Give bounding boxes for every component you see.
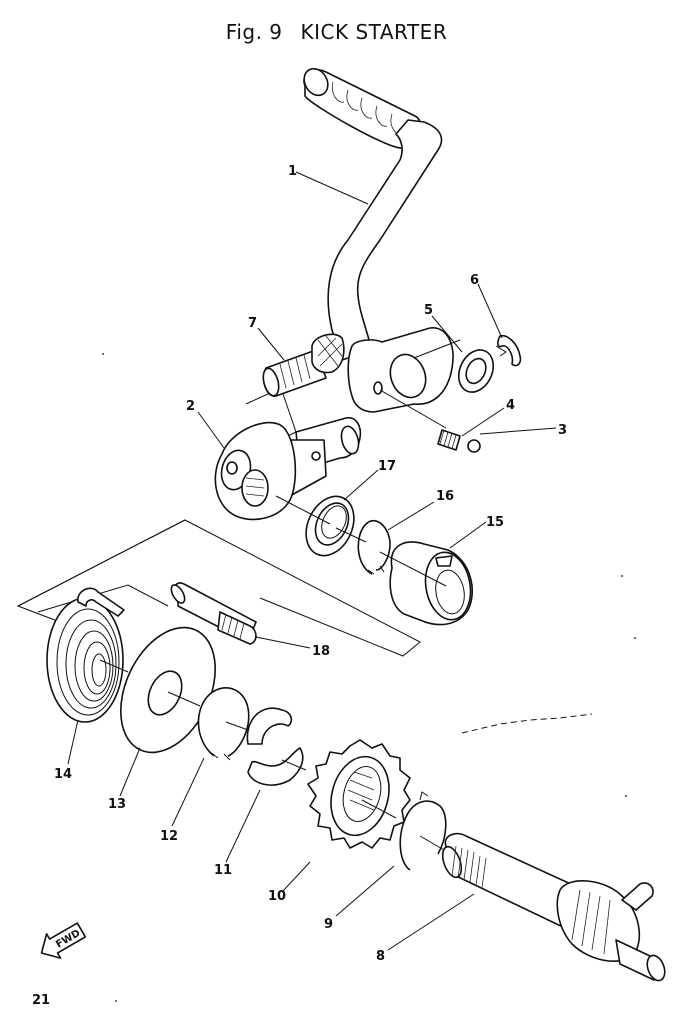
e-clip [495,334,522,367]
callout-1: 1 [288,164,297,179]
assembly-bracket-pin [16,519,186,623]
callout-13: 13 [108,797,126,812]
assembly-bracket-spring [37,584,169,613]
oil-seal [305,495,355,557]
callout-16: 16 [436,489,454,504]
circlip-12 [197,687,250,761]
washer [457,349,495,393]
fwd-arrow-icon: FWD [40,922,87,959]
kick-crank-boss [214,416,362,521]
callout-12: 12 [160,829,178,844]
spring [437,429,461,451]
circlip-16 [357,519,391,575]
dashed-guide-line [461,713,593,734]
callout-2: 2 [186,399,195,414]
half-collars [246,707,304,786]
callout-15: 15 [486,515,504,530]
callout-3: 3 [558,423,567,438]
callout-11: 11 [214,863,232,878]
callout-7: 7 [248,316,257,331]
callout-8: 8 [376,949,385,964]
callout-10: 10 [268,889,286,904]
kick-spring [46,587,125,723]
kick-axle [441,832,666,982]
figure-title: Fig. 9 KICK STARTER [0,20,673,44]
callout-14: 14 [54,767,72,782]
clamp-bolt [262,333,345,397]
callout-18: 18 [312,644,330,659]
spring-stopper [389,541,473,626]
figure-number: Fig. 9 [225,20,283,44]
callout-6: 6 [470,273,479,288]
figure-caption: KICK STARTER [300,20,448,44]
callout-5: 5 [424,303,433,318]
callout-4: 4 [506,398,515,413]
pin [170,582,257,645]
page-number: 21 [32,993,50,1008]
callout-9: 9 [324,917,333,932]
kick-clip [399,791,447,871]
kick-crank-lever [303,67,461,429]
kick-gear [307,739,411,849]
ball [467,439,481,453]
callout-17: 17 [378,459,396,474]
